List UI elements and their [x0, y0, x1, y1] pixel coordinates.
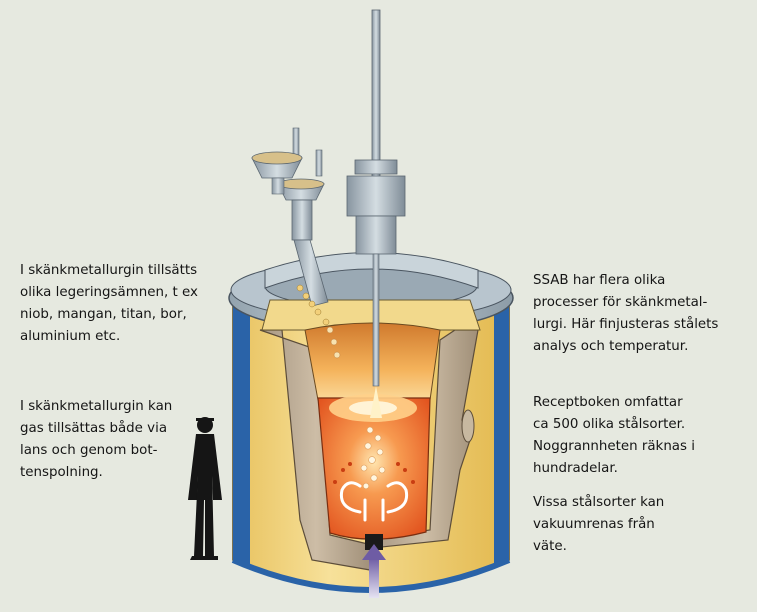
left-note-alloying-line: I skänkmetallurgin tillsätts	[20, 263, 198, 278]
left-note-gas-line: tenspolning.	[20, 465, 103, 480]
left-note-gas-line: gas tillsättas både via	[20, 421, 168, 436]
molten-steel	[317, 394, 431, 540]
right-note-processes-line: analys och temperatur.	[533, 339, 689, 354]
right-note-vacuum: Vissa stålsorter kan vakuumrenas från vä…	[533, 492, 664, 558]
right-note-processes-line: SSAB har flera olika	[533, 273, 666, 288]
lance-icon	[346, 9, 406, 418]
right-note-vacuum-line: väte.	[533, 539, 567, 554]
ladle-interior-upper	[304, 322, 441, 401]
right-note-recipes: Receptboken omfattar ca 500 olika stålso…	[533, 392, 695, 480]
left-note-alloying-line: olika legeringsämnen, t ex	[20, 285, 198, 300]
right-note-recipes-line: Noggrannheten räknas i	[533, 439, 695, 454]
right-note-vacuum-line: Vissa stålsorter kan	[533, 495, 665, 510]
right-note-recipes-line: hundradelar.	[533, 461, 618, 476]
left-note-alloying-line: aluminium etc.	[20, 329, 121, 344]
gas-bubbles	[360, 426, 386, 490]
right-note-processes-line: lurgi. Här finjusteras stålets	[533, 317, 719, 332]
right-note-recipes-line: Receptboken omfattar	[533, 395, 683, 410]
circulation-arrows	[339, 481, 409, 522]
left-note-alloying-line: niob, mangan, titan, bor,	[20, 307, 187, 322]
right-note-vacuum-line: vakuumrenas från	[533, 517, 655, 532]
stirring-dots	[333, 462, 415, 484]
left-note-gas-line: I skänkmetallurgin kan	[20, 399, 173, 414]
alloy-hopper-icon	[251, 127, 341, 359]
porous-plug	[365, 534, 383, 550]
trunnion	[461, 409, 475, 443]
human-silhouette-icon	[188, 417, 222, 560]
left-note-alloying: I skänkmetallurgin tillsätts olika leger…	[20, 260, 198, 348]
right-note-processes-line: processer för skänkmetal-	[533, 295, 708, 310]
left-note-gas-line: lans och genom bot-	[20, 443, 158, 458]
right-note-processes: SSAB har flera olika processer för skänk…	[533, 270, 718, 358]
gas-inlet-arrow-icon	[362, 544, 386, 598]
left-note-gas: I skänkmetallurgin kan gas tillsättas bå…	[20, 396, 172, 484]
right-note-recipes-line: ca 500 olika stålsorter.	[533, 417, 686, 432]
